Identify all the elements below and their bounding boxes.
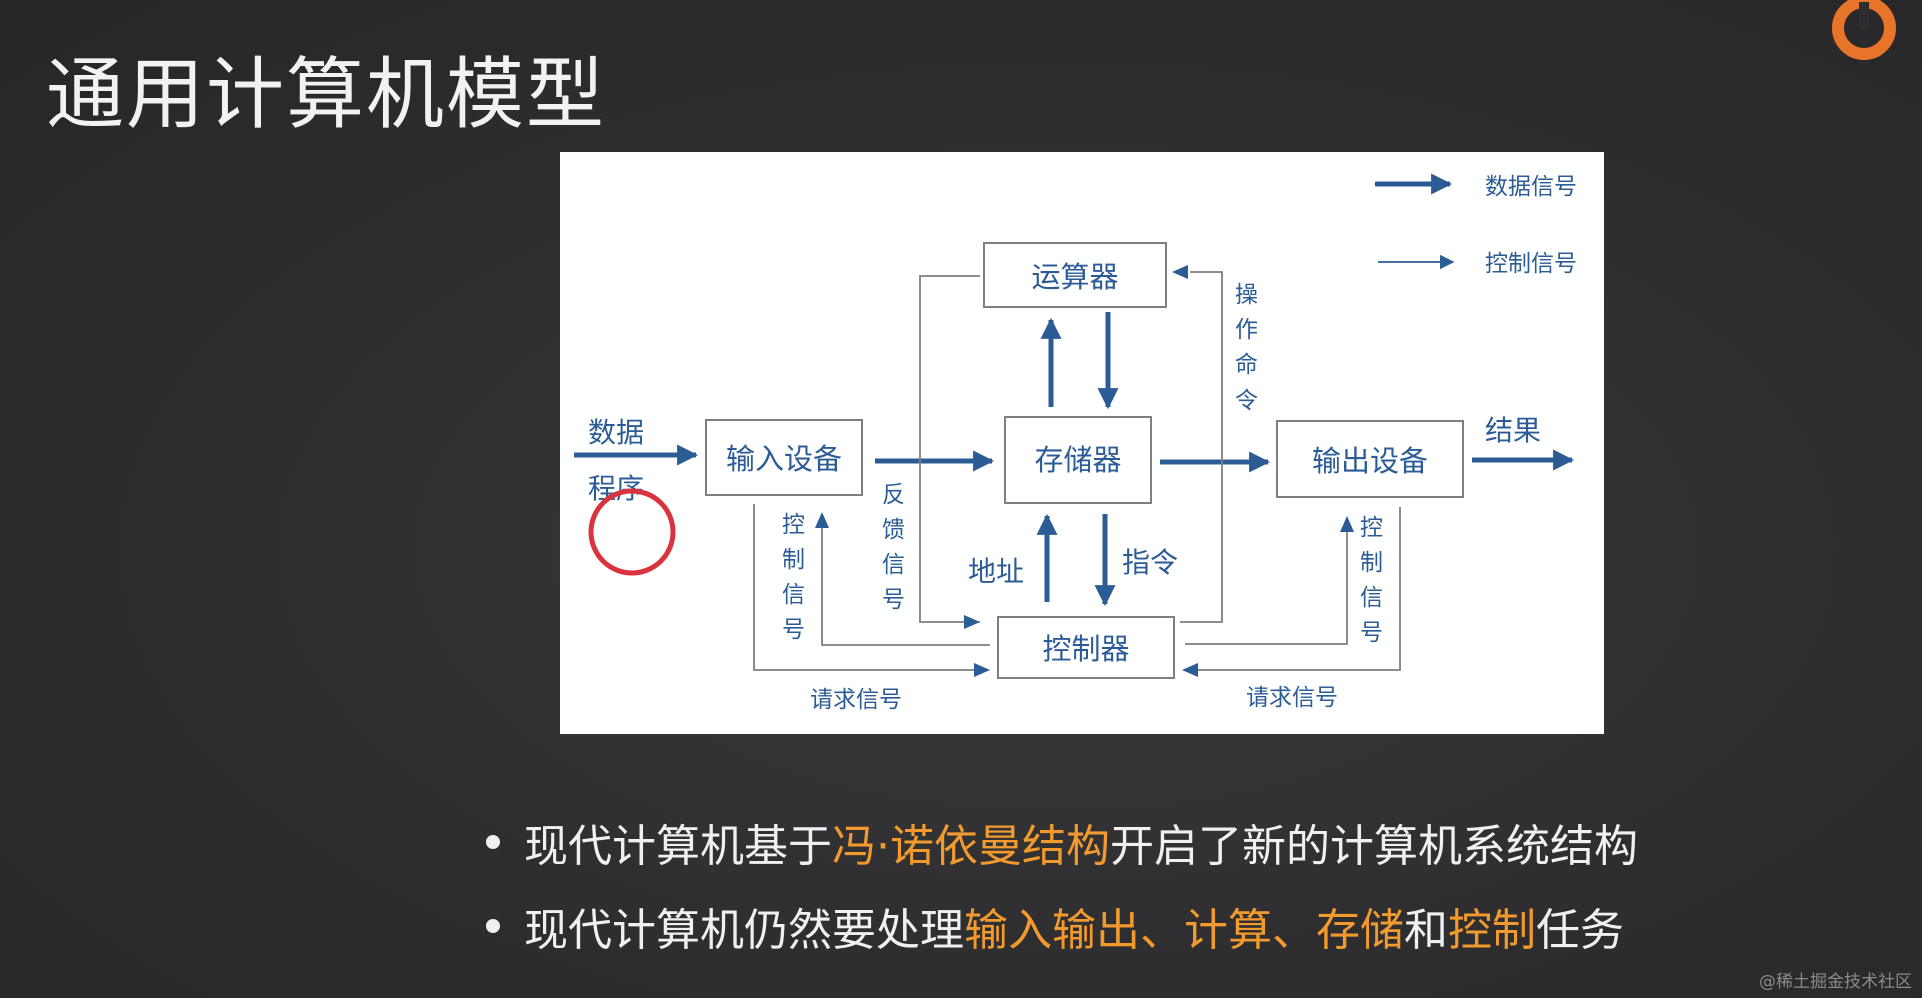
svg-text:反: 反 <box>882 482 905 508</box>
svg-text:号: 号 <box>782 617 805 643</box>
annotation-circle <box>588 488 676 576</box>
control-lines <box>753 271 1401 671</box>
svg-text:制: 制 <box>782 547 805 573</box>
svg-text:输出设备: 输出设备 <box>1312 444 1428 478</box>
ctrl-right-arrowhead <box>1340 516 1354 532</box>
svg-text:作: 作 <box>1235 317 1258 343</box>
svg-text:运算器: 运算器 <box>1031 260 1118 294</box>
bullet-1-after: 开启了新的计算机系统结构 <box>1110 821 1638 872</box>
legend-control-label: 控制信号 <box>1485 251 1577 277</box>
memory-box: 存储器 <box>1004 416 1152 504</box>
bullet-item-2: 现代计算机仍然要处理输入输出、计算、存储和控制任务 <box>486 884 1638 968</box>
bullet-dot <box>486 835 500 849</box>
diagram-panel: 数据信号 控制信号 运算器 输入设备 存储器 输出设备 控制器 <box>560 152 1604 734</box>
svg-text:控: 控 <box>1360 515 1383 541</box>
label-control-signal-right: 控 制 信 号 <box>1360 515 1383 646</box>
svg-text:操: 操 <box>1235 282 1258 308</box>
label-data: 数据 <box>588 416 644 449</box>
bullet-2-part: 和 <box>1404 905 1448 956</box>
svg-text:输入设备: 输入设备 <box>726 442 842 476</box>
label-request-signal-right: 请求信号 <box>1246 685 1338 711</box>
controller-box: 控制器 <box>997 616 1175 679</box>
bullet-item-1: 现代计算机基于冯·诺依曼结构开启了新的计算机系统结构 <box>486 800 1638 884</box>
request-right-arrowhead <box>1182 663 1198 677</box>
bullet-dot <box>486 919 500 933</box>
operation-arrowhead <box>1172 265 1188 279</box>
bullet-2-part: 现代计算机仍然要处理 <box>524 905 964 956</box>
svg-text:号: 号 <box>1360 620 1383 646</box>
label-request-signal-left: 请求信号 <box>810 687 902 713</box>
bullet-2-highlight: 输入输出、计算、存储 <box>964 905 1404 956</box>
svg-text:馈: 馈 <box>882 517 905 543</box>
svg-text:令: 令 <box>1235 388 1258 414</box>
request-left-arrowhead <box>974 663 990 677</box>
label-result: 结果 <box>1485 414 1541 447</box>
svg-text:信: 信 <box>782 582 805 608</box>
label-feedback-signal: 反 馈 信 号 <box>882 482 905 613</box>
output-device-box: 输出设备 <box>1276 420 1464 498</box>
label-instruction: 指令 <box>1122 546 1178 579</box>
input-device-box: 输入设备 <box>705 419 863 496</box>
alu-box: 运算器 <box>983 242 1167 308</box>
control-arrowheads <box>815 265 1354 677</box>
svg-text:号: 号 <box>882 587 905 613</box>
label-address: 地址 <box>968 555 1024 588</box>
bullet-1-before: 现代计算机基于 <box>524 821 832 872</box>
label-operation-command: 操 作 命 令 <box>1235 282 1258 414</box>
svg-text:控制器: 控制器 <box>1042 632 1129 666</box>
bullet-1-highlight: 冯·诺依曼结构 <box>832 821 1110 872</box>
bullet-list: 现代计算机基于冯·诺依曼结构开启了新的计算机系统结构 现代计算机仍然要处理输入输… <box>486 800 1638 968</box>
svg-text:信: 信 <box>1360 585 1383 611</box>
slide-title: 通用计算机模型 <box>46 50 607 140</box>
bullet-2-highlight: 控制 <box>1448 905 1536 956</box>
svg-text:命: 命 <box>1235 352 1258 378</box>
brand-logo-icon <box>1832 0 1896 60</box>
svg-text:控: 控 <box>782 512 805 538</box>
ctrl-left-arrowhead <box>815 512 829 528</box>
bullet-2-part: 任务 <box>1536 905 1624 956</box>
legend-data-label: 数据信号 <box>1485 174 1577 200</box>
feedback-arrowhead <box>964 615 980 629</box>
von-neumann-diagram: 数据信号 控制信号 运算器 输入设备 存储器 输出设备 控制器 <box>574 173 1577 713</box>
label-program: 程序 <box>588 472 644 505</box>
svg-text:制: 制 <box>1360 550 1383 576</box>
svg-text:存储器: 存储器 <box>1034 443 1121 477</box>
label-control-signal-left: 控 制 信 号 <box>782 512 805 643</box>
svg-text:信: 信 <box>882 552 905 578</box>
data-arrows <box>574 312 1575 607</box>
watermark: @稀土掘金技术社区 <box>1759 972 1912 992</box>
